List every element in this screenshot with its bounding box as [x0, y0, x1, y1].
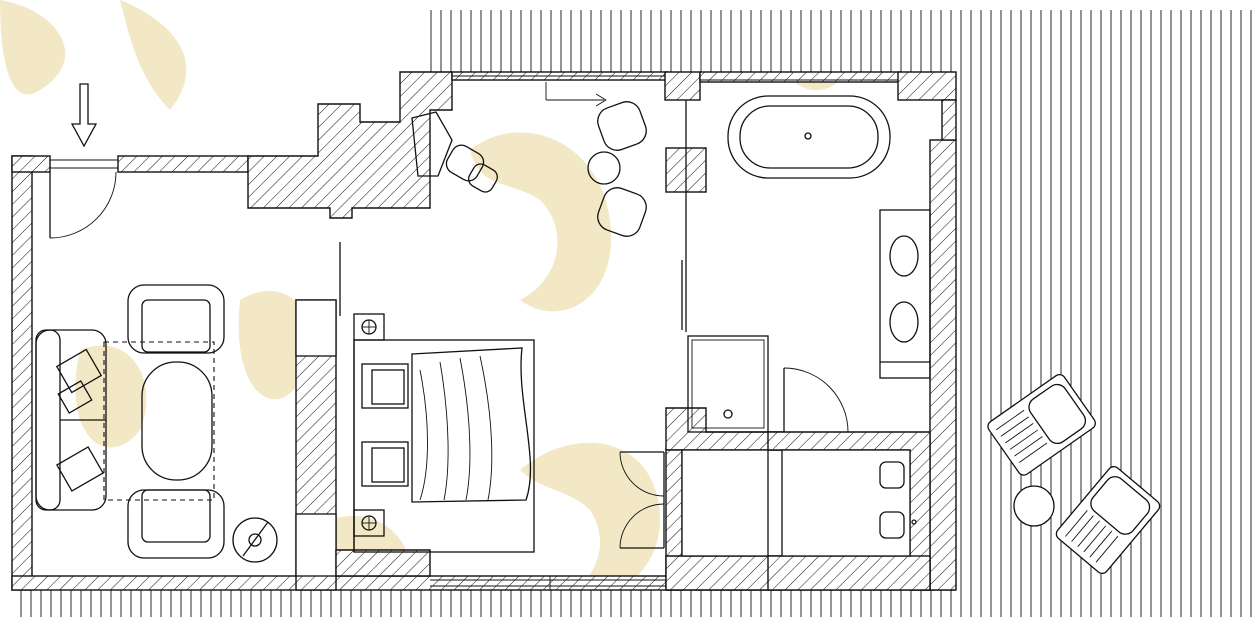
- coffee-table-icon: [103, 341, 215, 501]
- deck-bottom-strip: [12, 590, 955, 617]
- desk-icon: [411, 111, 453, 177]
- bathroom-door: [783, 367, 849, 433]
- windows: [50, 75, 898, 590]
- armchair-top-icon: [127, 284, 225, 354]
- vanity-counter-icon: [879, 209, 931, 379]
- deck-chair-upper-icon: [987, 373, 1096, 476]
- sliding-door-arrow-icon: [545, 82, 607, 107]
- deck-chair-lower-icon: [1055, 465, 1161, 575]
- shower-icon: [687, 335, 769, 433]
- armchair-bottom-icon: [127, 489, 225, 559]
- nightstand-bottom-icon: [353, 509, 385, 537]
- terrace-side-table-icon: [1013, 485, 1055, 527]
- sofa-icon: [35, 329, 107, 511]
- lounge-chairs-icon: [587, 101, 647, 237]
- bathtub-icon: [727, 95, 891, 179]
- bathroom-partition: [681, 100, 687, 332]
- nightstand-top-icon: [353, 313, 385, 341]
- entrance-arrow-icon: [70, 83, 98, 148]
- entrance-door: [49, 171, 117, 239]
- double-bed-icon: [353, 339, 535, 553]
- side-table-icon: [232, 517, 278, 563]
- desk-chair-icon: [445, 144, 498, 193]
- closet-icon: [681, 449, 769, 557]
- closet-doors: [619, 451, 665, 549]
- walls: [11, 71, 957, 591]
- toilet-room-icon: [781, 449, 917, 557]
